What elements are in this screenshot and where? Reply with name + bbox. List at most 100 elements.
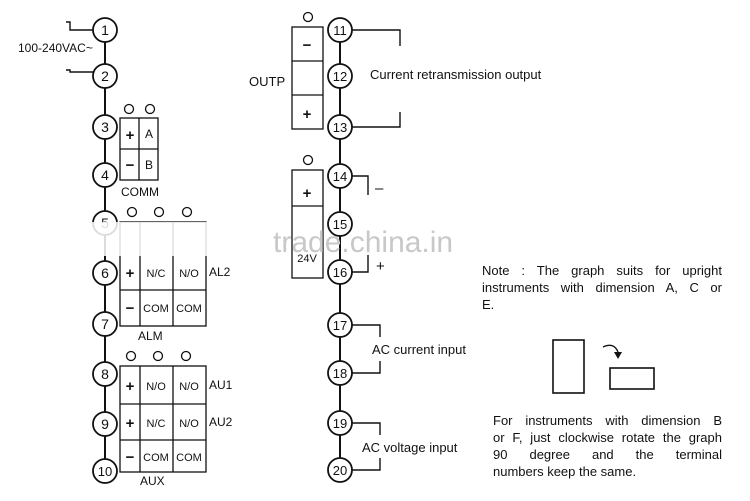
- power-wire-bottom: [66, 69, 94, 73]
- svg-text:3: 3: [101, 119, 109, 135]
- wire-11: [352, 29, 401, 46]
- svg-text:2: 2: [101, 68, 109, 84]
- svg-text:17: 17: [333, 318, 347, 333]
- wire-13: [352, 112, 401, 128]
- power-label: 100-240VAC~: [18, 41, 93, 55]
- terminal-4: 4: [92, 162, 118, 188]
- svg-text:19: 19: [333, 416, 347, 431]
- power-wire-top: [66, 21, 94, 31]
- svg-text:13: 13: [333, 120, 347, 135]
- aux-com-label-2: COM: [176, 452, 202, 464]
- aux-block: + + − N/O N/O N/C N/O COM COM AU1 AU2 AU…: [119, 350, 233, 488]
- current-retransmission-label: Current retransmission output: [370, 67, 542, 82]
- rotate-arrowhead-icon: [614, 352, 622, 359]
- terminal-6: 6: [92, 260, 118, 286]
- comm-indicator-a: [123, 103, 135, 115]
- terminal-11: 11: [327, 17, 353, 43]
- aux-com-label-1: COM: [143, 452, 169, 464]
- au1-plus-sign: +: [126, 378, 135, 395]
- svg-text:14: 14: [333, 169, 347, 184]
- svg-text:7: 7: [101, 316, 109, 332]
- terminal-2: 2: [92, 63, 118, 89]
- au2-no-label: N/O: [179, 418, 199, 430]
- aux-label: AUX: [140, 474, 165, 488]
- terminal-12: 12: [327, 63, 353, 89]
- rotate-line-2: or F, just clockwise rotate the graph: [493, 430, 722, 445]
- alm-com-label-2: COM: [176, 303, 202, 315]
- terminal-1: 1: [92, 17, 118, 43]
- outp-block: − + OUTP: [249, 11, 324, 130]
- wire-18: [352, 361, 381, 374]
- watermark-band: [88, 222, 208, 256]
- watermark: trade.china.in: [273, 226, 453, 259]
- svg-text:18: 18: [333, 366, 347, 381]
- svg-text:10: 10: [98, 464, 112, 479]
- terminal-17: 17: [327, 312, 353, 338]
- comm-minus-sign: −: [126, 157, 135, 174]
- terminal-10: 10: [92, 458, 118, 484]
- ac-current-label: AC current input: [372, 342, 466, 357]
- comm-a-label: A: [145, 127, 153, 141]
- wire-20: [352, 458, 381, 471]
- comm-b-label: B: [145, 158, 153, 172]
- svg-text:11: 11: [333, 23, 347, 38]
- svg-text:9: 9: [101, 416, 109, 432]
- outp-box: [291, 26, 324, 130]
- alm-nc-label: N/C: [147, 268, 166, 280]
- note-line-1: Note : The graph suits for upright: [482, 263, 722, 278]
- alm-com-label-1: COM: [143, 303, 169, 315]
- terminal-3: 3: [92, 114, 118, 140]
- outp-plus-sign: +: [303, 106, 312, 123]
- v24-label: 24V: [297, 253, 317, 265]
- terminal-19: 19: [327, 410, 353, 436]
- comm-indicator-b: [144, 103, 156, 115]
- note-line-3: E.: [482, 297, 495, 312]
- v24-box: [291, 169, 324, 279]
- comm-plus-sign: +: [126, 127, 135, 144]
- terminal-20: 20: [327, 457, 353, 483]
- au2-plus-sign: +: [126, 415, 135, 432]
- wire-19: [352, 422, 381, 435]
- rotate-line-3: 90 degree and the terminal: [493, 447, 722, 462]
- terminal-16: 16: [327, 259, 353, 285]
- au1-no-label-2: N/O: [179, 381, 199, 393]
- wire-17: [352, 324, 381, 337]
- rotated-instrument-shape: [609, 367, 655, 390]
- aux-box: [119, 365, 207, 473]
- terminal-8: 8: [92, 361, 118, 387]
- v24-minus-terminal-sign: –: [375, 180, 384, 197]
- comm-block: + − A B COMM: [119, 103, 159, 199]
- au1-no-label-1: N/O: [146, 381, 166, 393]
- rotate-arrow-icon: [602, 344, 619, 353]
- terminal-18: 18: [327, 360, 353, 386]
- wire-14: [352, 175, 369, 195]
- alm-minus-sign: −: [126, 300, 135, 317]
- au2-label: AU2: [209, 415, 233, 429]
- terminal-9: 9: [92, 411, 118, 437]
- ac-voltage-label: AC voltage input: [362, 440, 458, 455]
- outp-label: OUTP: [249, 74, 285, 89]
- wire-16: [352, 255, 369, 273]
- alm-no-label: N/O: [179, 268, 199, 280]
- upright-instrument-shape: [552, 339, 585, 394]
- rotate-note-block: For instruments with dimension B or F, j…: [493, 412, 722, 480]
- aux-minus-sign: −: [126, 449, 135, 466]
- outp-minus-sign: −: [303, 37, 312, 54]
- v24-block: + 24V: [291, 154, 324, 279]
- comm-label: COMM: [121, 185, 159, 199]
- svg-text:1: 1: [101, 22, 109, 38]
- svg-text:12: 12: [333, 69, 347, 84]
- rotate-line-4: numbers keep the same.: [493, 464, 637, 479]
- note-block: Note : The graph suits for upright instr…: [482, 262, 722, 313]
- svg-text:8: 8: [101, 366, 109, 382]
- alm-label: ALM: [138, 329, 163, 343]
- rotate-line-1: For instruments with dimension B: [493, 413, 722, 428]
- v24-plus-terminal-sign: +: [376, 258, 385, 275]
- al2-label: AL2: [209, 265, 231, 279]
- svg-text:20: 20: [333, 463, 347, 478]
- svg-text:6: 6: [101, 265, 109, 281]
- terminal-13: 13: [327, 114, 353, 140]
- au2-nc-label: N/C: [147, 418, 166, 430]
- terminal-14: 14: [327, 163, 353, 189]
